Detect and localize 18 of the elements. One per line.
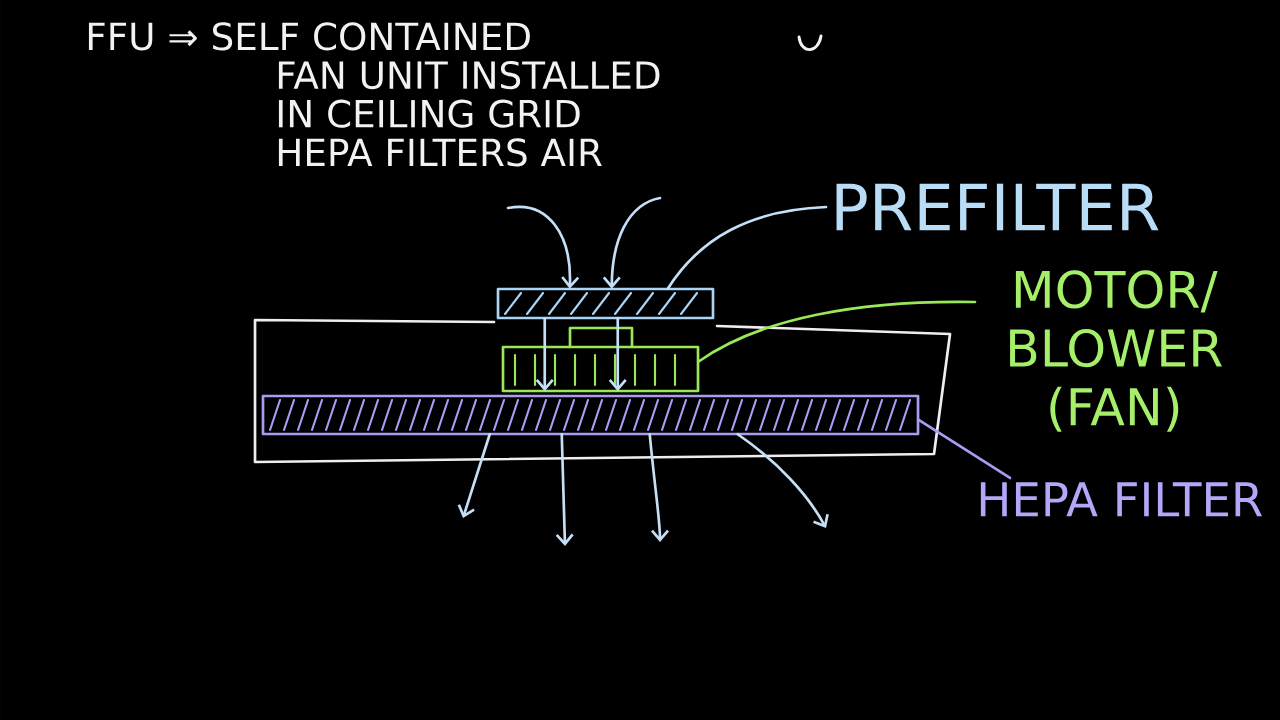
airflow-arrow — [555, 432, 574, 546]
airflow-arrow — [602, 196, 662, 289]
airflow-arrow — [457, 432, 492, 518]
airflow-arrow — [736, 432, 829, 528]
airflow-arrow — [535, 316, 554, 392]
note-text: FFU ⇒ SELF CONTAINED FAN UNIT INSTALLED IN CEILING GRID HEPA FILTERS AIR — [88, 22, 660, 167]
leader-line — [916, 418, 1012, 480]
part-label: MOTOR/ BLOWER (FAN) — [1010, 270, 1223, 432]
filter-panel — [261, 394, 920, 436]
blower-box — [501, 326, 700, 393]
leader-line — [696, 300, 977, 364]
filter-panel — [496, 287, 715, 320]
airflow-arrow — [648, 432, 670, 542]
leader-line — [666, 205, 828, 291]
airflow-arrow — [608, 316, 627, 392]
part-label: PREFILTER — [836, 183, 1159, 231]
airflow-arrow — [506, 205, 580, 289]
part-label: HEPA FILTER — [980, 482, 1263, 517]
